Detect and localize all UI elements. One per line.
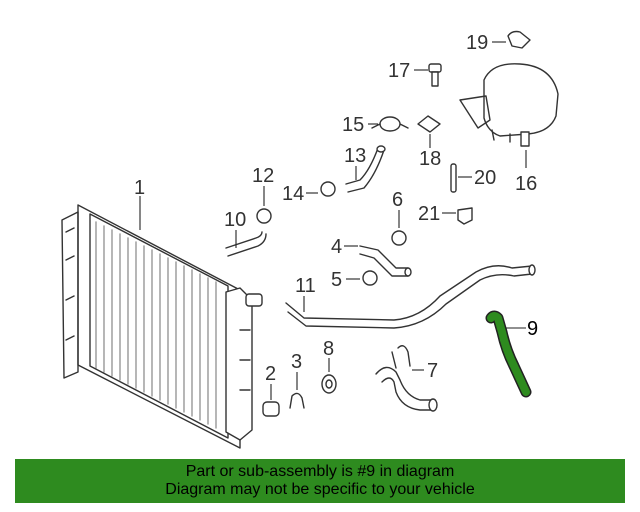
part-hose-7	[375, 345, 433, 411]
part-clamp-6	[391, 230, 407, 246]
callout-3: 3	[291, 351, 302, 373]
part-bracket	[417, 115, 441, 133]
part-strip	[450, 163, 457, 193]
callout-7: 7	[427, 360, 438, 382]
part-pipe-11	[285, 265, 533, 329]
part-hose-9-highlighted	[485, 310, 532, 398]
callout-21: 21	[418, 203, 440, 225]
callout-9: 9	[527, 318, 538, 340]
callout-19: 19	[466, 32, 488, 54]
part-cap-15	[371, 116, 409, 132]
part-sensor	[457, 207, 473, 225]
banner-line-1: Part or sub-assembly is #9 in diagram	[185, 463, 455, 480]
callout-10: 10	[224, 209, 246, 231]
part-hose-4	[359, 245, 409, 277]
part-hose-13	[345, 147, 385, 193]
part-clamp-5	[362, 270, 378, 286]
callout-12: 12	[252, 165, 274, 187]
callout-11: 11	[295, 275, 316, 297]
part-reservoir-cap	[507, 30, 531, 49]
parts-diagram: 1 2 3 8 7 11 10 12 14 13 15 4	[61, 30, 559, 449]
part-clip	[289, 392, 305, 409]
callout-14: 14	[282, 183, 304, 205]
part-expansion-tank	[459, 63, 559, 147]
part-clamp-12	[256, 208, 272, 224]
part-o-ring	[321, 374, 337, 394]
callout-15: 15	[342, 114, 364, 136]
callout-2: 2	[265, 363, 276, 385]
callout-20: 20	[474, 167, 496, 189]
info-banner: Part or sub-assembly is #9 in diagram Di…	[15, 459, 625, 503]
callout-1: 1	[134, 177, 145, 199]
callout-17: 17	[388, 60, 410, 82]
callout-8: 8	[323, 338, 334, 360]
part-bolt	[428, 63, 442, 87]
banner-line-2: Diagram may not be specific to your vehi…	[165, 481, 475, 498]
part-plug	[262, 401, 280, 417]
part-hose-10	[225, 231, 267, 257]
part-radiator	[61, 204, 263, 449]
callout-16: 16	[515, 173, 537, 195]
part-clamp-14	[320, 181, 336, 197]
callout-6: 6	[392, 189, 403, 211]
callout-13: 13	[344, 145, 366, 167]
callout-18: 18	[419, 148, 441, 170]
callout-5: 5	[331, 269, 342, 291]
callout-4: 4	[331, 236, 342, 258]
